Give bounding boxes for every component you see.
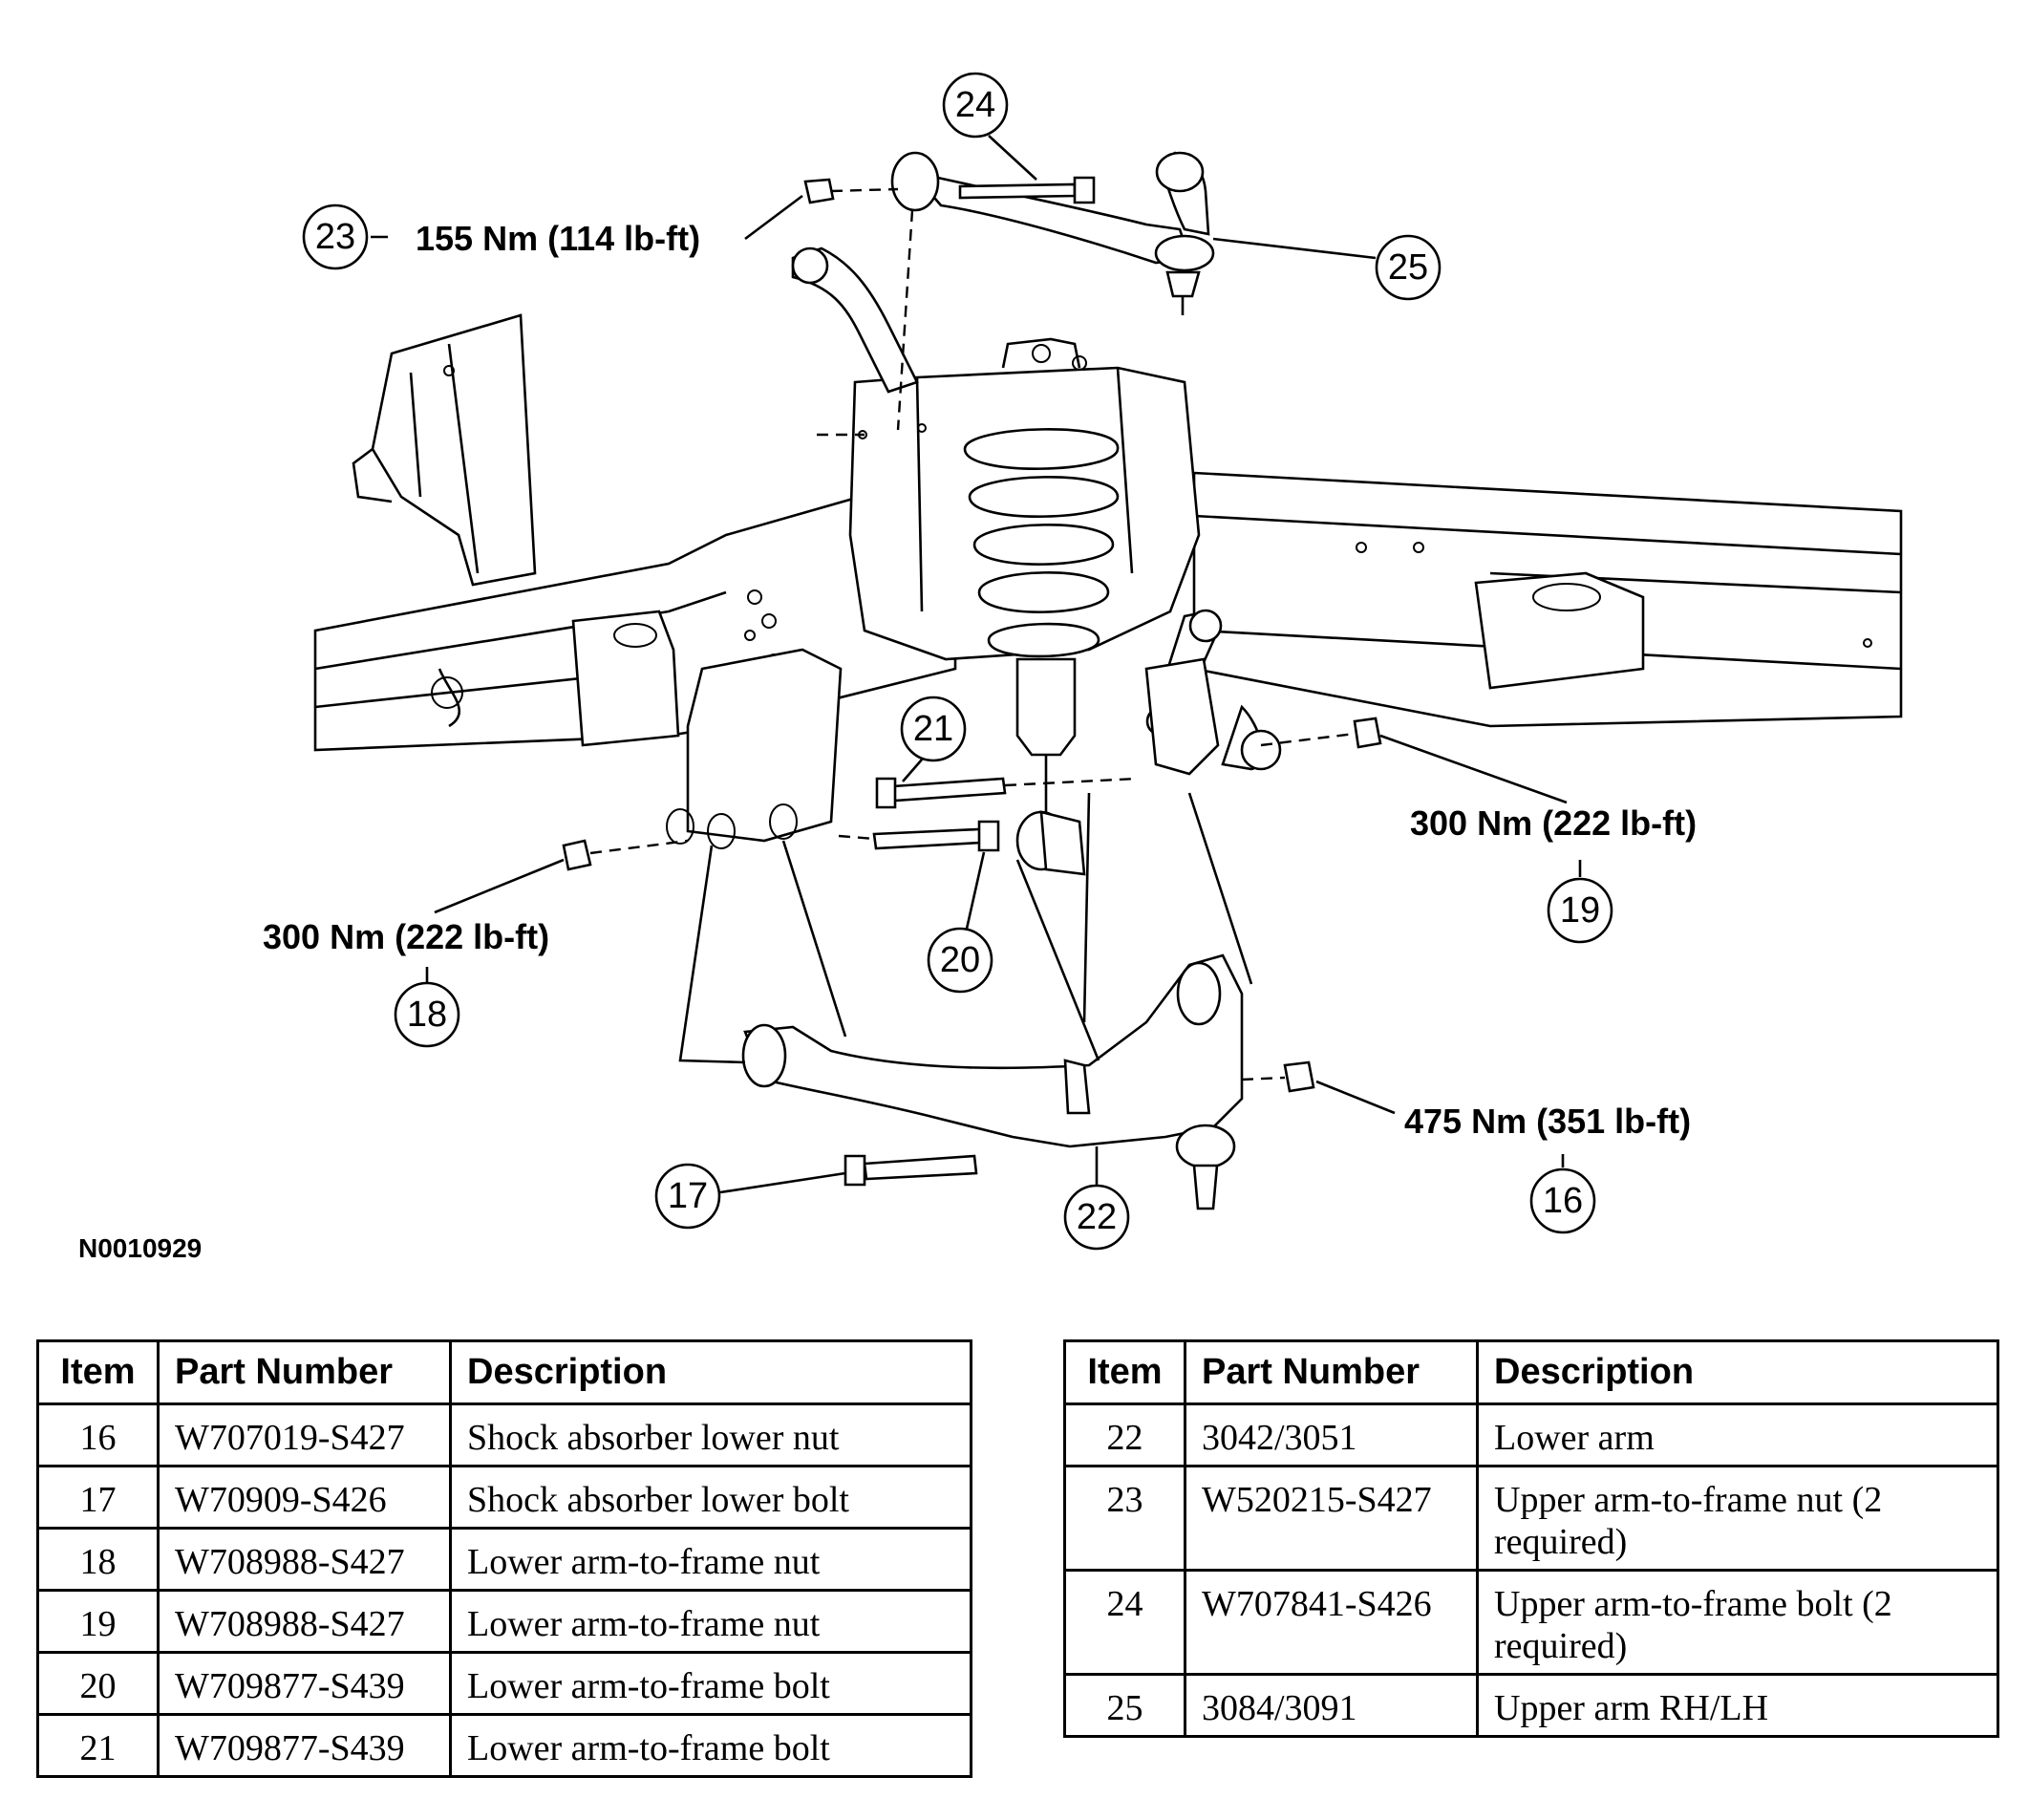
cell-description: Shock absorber lower bolt — [449, 1465, 972, 1530]
frame-rail — [313, 246, 1903, 849]
cell-part-number: W707841-S426 — [1184, 1569, 1479, 1676]
header-item: Item — [1063, 1339, 1186, 1405]
cell-description: Lower arm-to-frame nut — [449, 1527, 972, 1592]
callout-21: 21 — [900, 696, 967, 782]
cell-item: 19 — [36, 1589, 160, 1654]
callout-19: 300 Nm (222 lb-ft) 19 — [1379, 734, 1697, 944]
svg-text:20: 20 — [940, 940, 980, 980]
callout-18: 300 Nm (222 lb-ft) 18 — [263, 858, 565, 1048]
table-row: 17 W70909-S426 Shock absorber lower bolt — [36, 1465, 972, 1530]
cell-part-number: 3084/3091 — [1184, 1673, 1479, 1738]
torque-label-19: 300 Nm (222 lb-ft) — [1410, 803, 1697, 843]
cell-item: 20 — [36, 1651, 160, 1716]
suspension-exploded-diagram: 24 23 155 Nm (114 lb-ft) 25 21 20 300 Nm… — [78, 72, 1903, 1263]
callout-17: 17 — [654, 1163, 846, 1230]
cell-item: 21 — [36, 1713, 160, 1778]
torque-label-16: 475 Nm (351 lb-ft) — [1404, 1102, 1691, 1141]
cell-description: Lower arm-to-frame bolt — [449, 1713, 972, 1778]
svg-text:16: 16 — [1543, 1181, 1583, 1221]
parts-table-left: Item Part Number Description 16 W707019-… — [36, 1339, 972, 1778]
callout-25: 25 — [1212, 234, 1442, 301]
cell-description: Upper arm-to-frame bolt (2 required) — [1476, 1569, 1999, 1676]
cell-description: Lower arm — [1476, 1402, 1999, 1467]
cell-description: Lower arm-to-frame bolt — [449, 1651, 972, 1716]
header-description: Description — [449, 1339, 972, 1405]
table-row: 21 W709877-S439 Lower arm-to-frame bolt — [36, 1713, 972, 1778]
svg-text:19: 19 — [1560, 890, 1600, 931]
callout-20: 20 — [927, 851, 993, 994]
cell-description: Lower arm-to-frame nut — [449, 1589, 972, 1654]
table-row: 25 3084/3091 Upper arm RH/LH — [1063, 1673, 1999, 1738]
svg-text:18: 18 — [407, 995, 447, 1035]
figure-id: N0010929 — [78, 1233, 202, 1263]
callout-22: 22 — [1063, 1146, 1130, 1251]
cell-item: 25 — [1063, 1673, 1186, 1738]
torque-label-18: 300 Nm (222 lb-ft) — [263, 917, 549, 956]
cell-part-number: 3042/3051 — [1184, 1402, 1479, 1467]
table-row: 18 W708988-S427 Lower arm-to-frame nut — [36, 1527, 972, 1592]
callout-24: 24 — [942, 72, 1037, 181]
cell-part-number: W709877-S439 — [157, 1651, 452, 1716]
cell-part-number: W70909-S426 — [157, 1465, 452, 1530]
cell-description: Shock absorber lower nut — [449, 1402, 972, 1467]
callout-16: 475 Nm (351 lb-ft) 16 — [1315, 1080, 1691, 1234]
cell-description: Upper arm RH/LH — [1476, 1673, 1999, 1738]
svg-text:25: 25 — [1388, 247, 1428, 288]
coil-spring — [963, 428, 1120, 658]
table-row: 22 3042/3051 Lower arm — [1063, 1402, 1999, 1467]
callout-23: 23 155 Nm (114 lb-ft) — [302, 194, 803, 270]
table-row: 23 W520215-S427 Upper arm-to-frame nut (… — [1063, 1465, 1999, 1572]
svg-text:21: 21 — [913, 709, 953, 749]
cell-part-number: W709877-S439 — [157, 1713, 452, 1778]
cell-item: 17 — [36, 1465, 160, 1530]
lower-arm — [741, 953, 1315, 1210]
table-row: 20 W709877-S439 Lower arm-to-frame bolt — [36, 1651, 972, 1716]
svg-text:23: 23 — [315, 217, 355, 257]
header-part-number: Part Number — [157, 1339, 452, 1405]
cell-item: 24 — [1063, 1569, 1186, 1676]
cell-part-number: W520215-S427 — [1184, 1465, 1479, 1572]
cell-part-number: W708988-S427 — [157, 1527, 452, 1592]
table-row: 16 W707019-S427 Shock absorber lower nut — [36, 1402, 972, 1467]
cell-part-number: W707019-S427 — [157, 1402, 452, 1467]
cell-description: Upper arm-to-frame nut (2 required) — [1476, 1465, 1999, 1572]
torque-label-23: 155 Nm (114 lb-ft) — [416, 219, 700, 258]
table-header-row: Item Part Number Description — [1063, 1339, 1999, 1405]
header-item: Item — [36, 1339, 160, 1405]
header-part-number: Part Number — [1184, 1339, 1479, 1405]
cell-item: 16 — [36, 1402, 160, 1467]
cell-item: 18 — [36, 1527, 160, 1592]
svg-text:17: 17 — [668, 1176, 708, 1216]
cell-item: 22 — [1063, 1402, 1186, 1467]
cell-item: 23 — [1063, 1465, 1186, 1572]
svg-text:22: 22 — [1077, 1197, 1117, 1237]
cell-part-number: W708988-S427 — [157, 1589, 452, 1654]
table-header-row: Item Part Number Description — [36, 1339, 972, 1405]
table-row: 24 W707841-S426 Upper arm-to-frame bolt … — [1063, 1569, 1999, 1676]
table-row: 19 W708988-S427 Lower arm-to-frame nut — [36, 1589, 972, 1654]
lower-arm-fasteners — [562, 717, 1382, 1064]
header-description: Description — [1476, 1339, 1999, 1405]
parts-table-right: Item Part Number Description 22 3042/305… — [1063, 1339, 1999, 1738]
upper-arm — [803, 151, 1215, 437]
svg-text:24: 24 — [955, 85, 995, 125]
